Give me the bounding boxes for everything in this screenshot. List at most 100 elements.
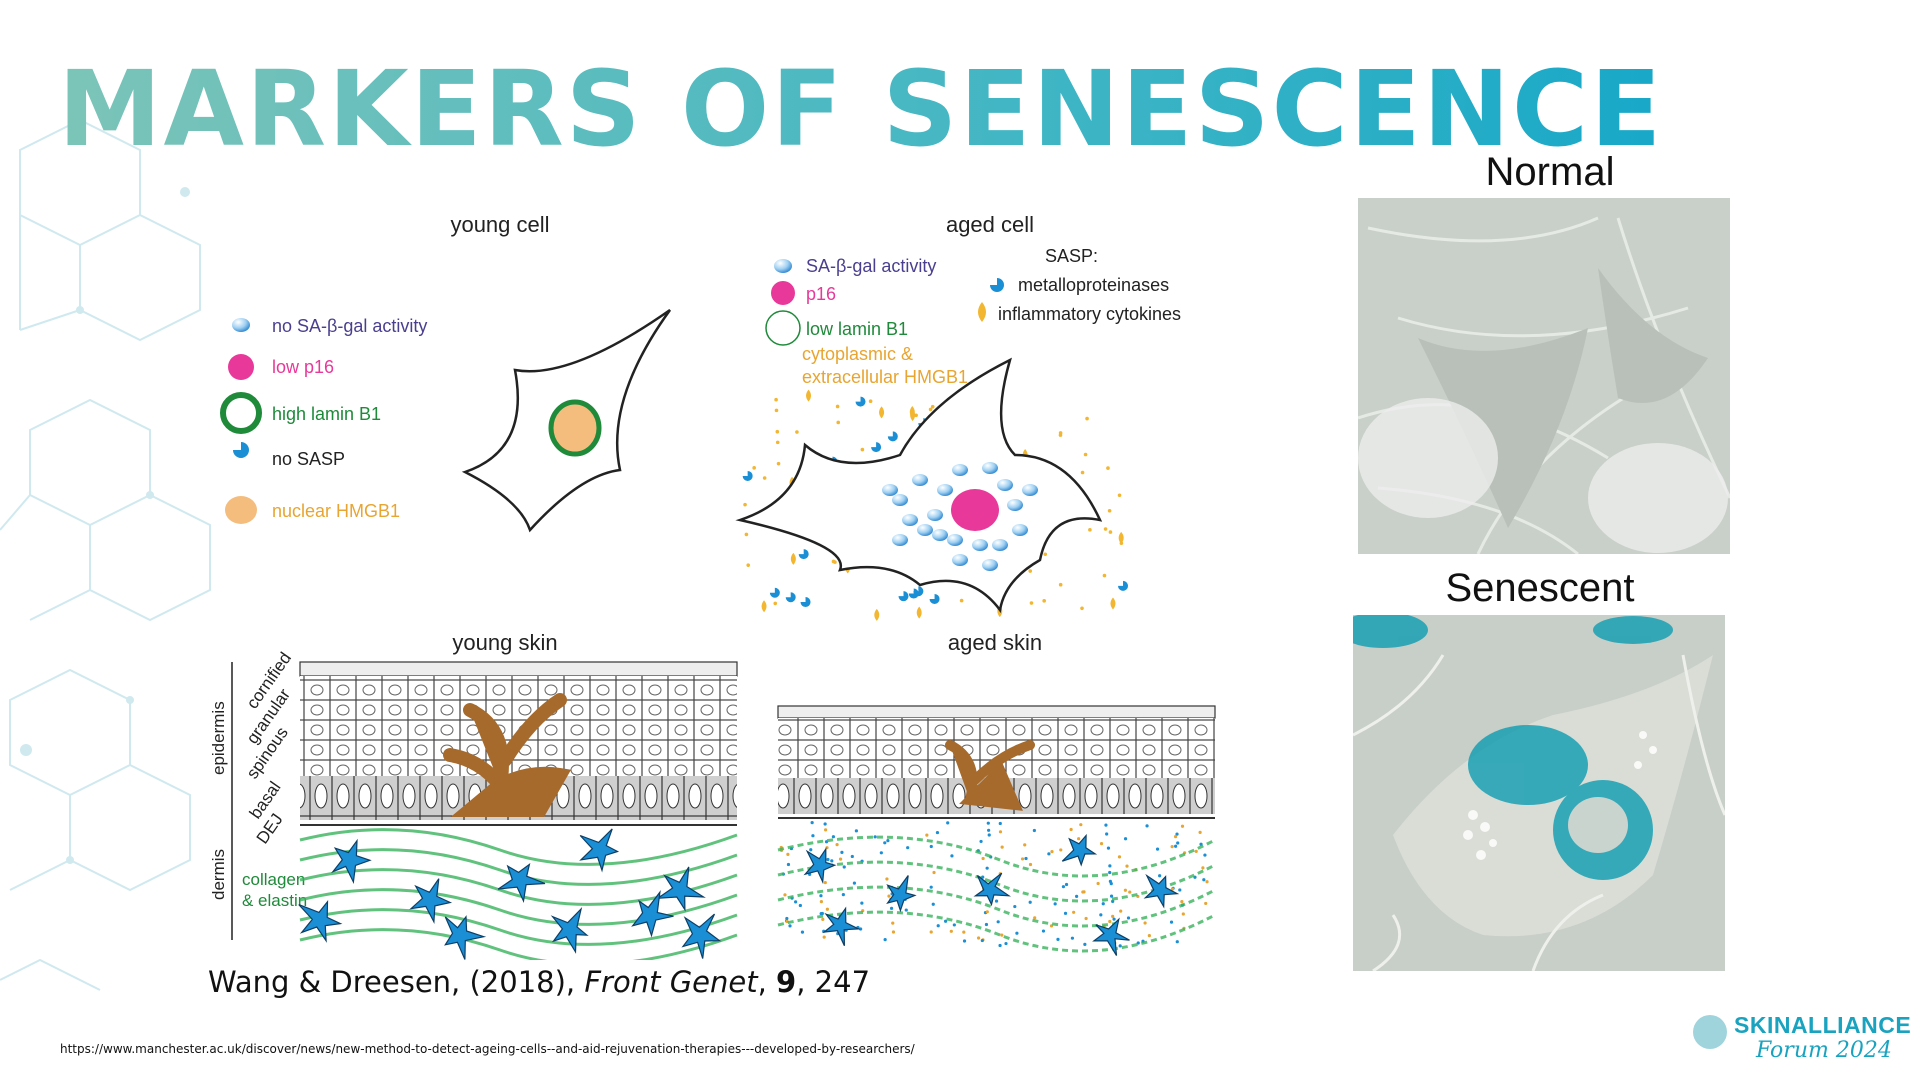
sasp-dot [1201, 866, 1205, 870]
sasp-dot [998, 943, 1002, 948]
melanocyte [443, 693, 572, 817]
sasp-dot [883, 938, 887, 942]
fibroblast [803, 847, 837, 885]
label-collagen: collagen [242, 870, 305, 889]
sasp-dot [985, 866, 989, 870]
sasp-dot [1123, 837, 1128, 841]
fibroblast [822, 906, 861, 947]
sasp-dot [811, 834, 815, 838]
sasp-dot [1106, 846, 1111, 850]
sasp-dot [962, 939, 967, 943]
hmgb1-dot [928, 407, 933, 412]
sasp-dot [1059, 848, 1063, 852]
sasp-dot [1056, 937, 1060, 941]
fibroblast [550, 906, 589, 954]
sasp-dot [886, 839, 890, 843]
source-url[interactable]: https://www.manchester.ac.uk/discover/ne… [60, 1042, 915, 1056]
sasp-dot [820, 911, 824, 916]
cytokine-drop [790, 552, 796, 565]
sasp-dot [1053, 902, 1057, 906]
sasp-dot [1145, 824, 1149, 828]
sa-beta-gal-granule [937, 484, 953, 496]
metalloproteinase-particle [1118, 580, 1129, 591]
sa-beta-gal-granule [912, 474, 928, 486]
legend-low-p16: low p16 [272, 357, 334, 377]
sasp-dot [1181, 912, 1185, 916]
metalloproteinase-particle [800, 597, 811, 608]
collagen-fiber [299, 908, 738, 946]
slide-title: MARKERS OF SENESCENCE [58, 48, 1664, 170]
cytokine-drop [1110, 597, 1116, 610]
sasp-dot [823, 880, 827, 885]
young-cell-title: young cell [450, 212, 549, 237]
sasp-dot [1081, 890, 1085, 894]
metalloproteinase-icon [990, 278, 1004, 292]
hmgb1-dot [868, 399, 873, 403]
fibroblast [409, 878, 453, 924]
sasp-dot [929, 930, 933, 934]
sasp-dot [1050, 850, 1054, 854]
sasp-dot [979, 839, 983, 844]
sasp-dot [987, 828, 991, 832]
hmgb1-dot [1080, 470, 1085, 475]
young-cell-nucleus [548, 399, 602, 457]
fibroblast [1061, 833, 1098, 867]
sasp-dot [1108, 919, 1112, 924]
hmgb1-dot [1119, 541, 1124, 546]
sasp-dot [879, 851, 883, 855]
sasp-dot [1032, 828, 1036, 833]
cytokine-drop-icon [978, 302, 986, 322]
normal-label: Normal [1485, 150, 1615, 194]
hmgb1-dot [1080, 606, 1084, 611]
sasp-dot [1104, 823, 1108, 827]
sasp-dot [838, 857, 843, 861]
hmgb1-dot [1107, 508, 1112, 513]
sasp-dot [1123, 888, 1127, 892]
cytokine-drop [806, 389, 812, 402]
aged-cell-legend: SA-β-gal activity p16 low lamin B1 cytop… [765, 246, 1181, 387]
skinalliance-logo: SKINALLIANCE Forum 2024 [1690, 1010, 1911, 1070]
sasp-dot [786, 852, 790, 856]
sa-beta-gal-granule [1022, 484, 1038, 496]
sasp-dot [1109, 894, 1114, 898]
metalloproteinase-particle [898, 591, 909, 602]
cytokine-drop [1118, 531, 1124, 544]
hmgb1-dot [1103, 527, 1108, 531]
legend-high-lamin: high lamin B1 [272, 404, 381, 424]
sasp-dot [794, 900, 798, 904]
hmgb1-dot [831, 559, 836, 564]
fibroblast [497, 862, 546, 904]
aged-cell-title: aged cell [946, 212, 1034, 237]
sasp-dot [1111, 899, 1115, 903]
sasp-pacman-icon [233, 442, 249, 458]
thin-green-ring-icon [765, 310, 801, 346]
sasp-dot [830, 859, 834, 863]
logo-name: SKINALLIANCE [1734, 1012, 1912, 1038]
hmgb1-dot [860, 447, 865, 452]
sasp-dot [809, 848, 813, 852]
sasp-dot [883, 841, 887, 845]
sasp-item-cytokines: inflammatory cytokines [998, 304, 1181, 324]
hmgb1-dot [744, 532, 749, 537]
fibroblast [298, 900, 343, 943]
sa-beta-gal-granule [952, 464, 968, 476]
sasp-dot [1117, 855, 1122, 859]
sasp-dot [1070, 936, 1075, 940]
sasp-dot [841, 893, 845, 897]
sasp-dot [1013, 904, 1017, 909]
sa-beta-gal-granule [892, 494, 908, 506]
aged-cell-drawing [735, 357, 1129, 621]
sasp-dot [1099, 841, 1104, 846]
sasp-dot [1111, 914, 1115, 918]
sasp-dot [1064, 882, 1069, 887]
sasp-dot [1020, 857, 1025, 861]
young-skin-labels: epidermis dermis cornified granular spin… [209, 649, 307, 940]
legend-p16: p16 [806, 284, 836, 304]
sasp-dot [1075, 894, 1079, 898]
sasp-dot [1174, 844, 1178, 848]
young-cell-drawing [461, 308, 672, 533]
sasp-dot [987, 833, 991, 837]
sasp-dot [932, 870, 936, 875]
sasp-dot [891, 930, 896, 934]
sasp-dot [887, 894, 891, 898]
